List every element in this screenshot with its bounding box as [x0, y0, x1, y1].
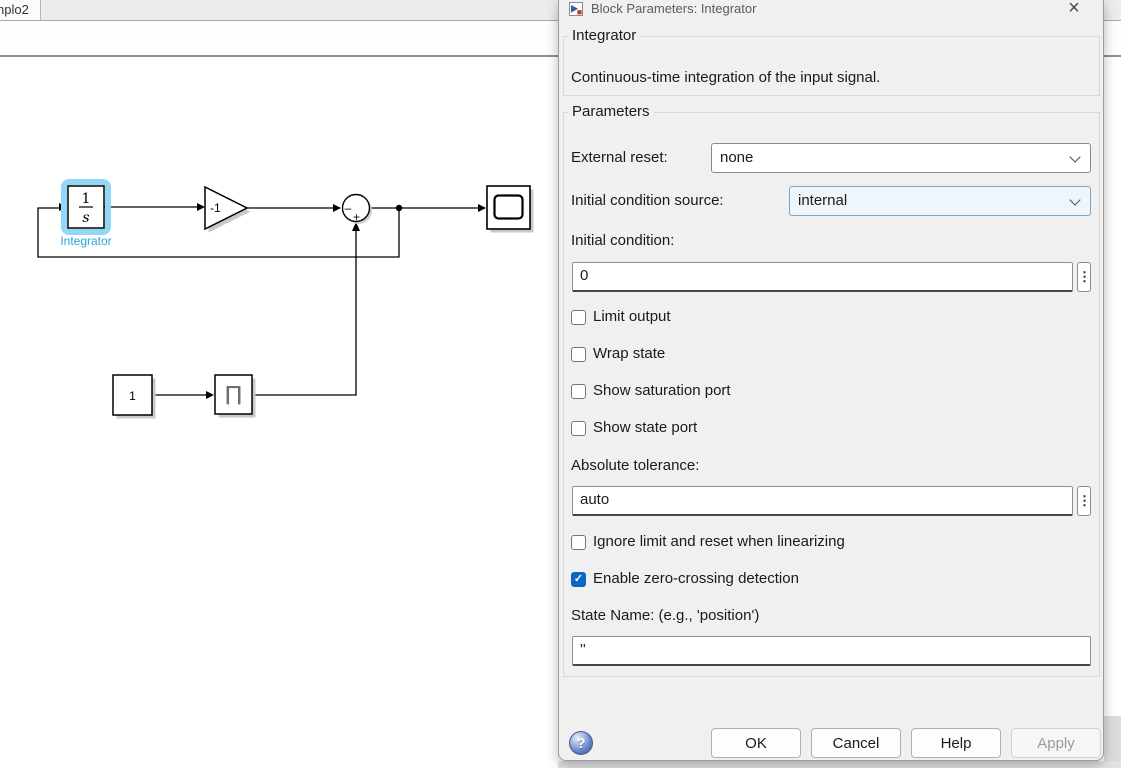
constant-block[interactable]: 1	[112, 374, 156, 419]
scope-screen-icon	[493, 194, 524, 220]
selection-halo	[61, 179, 111, 235]
checkbox-label: Limit output	[593, 308, 671, 325]
signal-wires[interactable]	[37, 206, 478, 396]
ok-button[interactable]: OK	[711, 728, 801, 758]
checkbox-label: Show saturation port	[593, 382, 731, 399]
sum-body[interactable]	[341, 193, 371, 223]
branch-dot	[395, 204, 403, 212]
constant-value: 1	[129, 389, 136, 403]
arrow-icon	[478, 204, 486, 212]
checkbox-label: Wrap state	[593, 345, 666, 362]
wire-feedback-loop[interactable]	[37, 207, 400, 258]
integrator-groupbox: Continuous-time integration of the input…	[563, 36, 1100, 96]
checkbox-icon[interactable]: ✓	[571, 347, 586, 362]
ic-source-label: Initial condition source:	[571, 192, 724, 209]
integrator-label: Integrator	[60, 234, 111, 248]
arrow-icon	[206, 391, 214, 399]
dialog-shadow	[1104, 716, 1121, 768]
checkbox-label: Show state port	[593, 419, 698, 436]
block-description: Continuous-time integration of the input…	[571, 69, 881, 86]
external-reset-label: External reset:	[571, 149, 668, 166]
chevron-down-icon	[1069, 151, 1081, 163]
initial-condition-input[interactable]	[572, 262, 1073, 292]
wire-arrowheads	[59, 203, 486, 399]
model-tab[interactable]: nplo2	[0, 0, 41, 20]
block-parameters-dialog: Block Parameters: Integrator × Integrato…	[558, 0, 1104, 761]
cancel-button[interactable]: Cancel	[811, 728, 901, 758]
dialog-title: Block Parameters: Integrator	[591, 1, 757, 16]
help-button[interactable]: Help	[911, 728, 1001, 758]
external-reset-select[interactable]: none	[711, 143, 1091, 173]
scope-block[interactable]	[486, 185, 534, 233]
checkbox-icon[interactable]: ✓	[571, 310, 586, 325]
close-icon[interactable]: ×	[1068, 0, 1080, 19]
integrator-denominator: s	[82, 210, 89, 226]
integrator-group-title: Integrator	[568, 27, 641, 44]
integrator-block[interactable]: 1 s Integrator	[60, 179, 112, 248]
ellipsis-icon[interactable]: ⋮	[1077, 486, 1091, 516]
external-reset-value: none	[720, 149, 754, 166]
state-name-input[interactable]	[572, 636, 1091, 666]
model-canvas[interactable]: 1 s Integrator -1 – + 1	[0, 0, 560, 480]
dialog-bottom-edge	[558, 761, 1121, 768]
gain-block[interactable]: -1	[204, 185, 251, 233]
dialog-titlebar[interactable]: Block Parameters: Integrator ×	[559, 0, 1103, 19]
initial-condition-label: Initial condition:	[571, 232, 675, 249]
sum-plus-sign: +	[353, 210, 360, 224]
constant-body[interactable]	[112, 374, 153, 416]
checkbox-icon[interactable]: ✓	[571, 572, 586, 587]
pulse-body[interactable]	[214, 374, 253, 415]
help-orb-icon[interactable]: ?	[569, 731, 593, 755]
ic-source-value: internal	[798, 192, 848, 209]
sum-minus-sign: –	[345, 201, 352, 215]
simulink-block-icon	[569, 2, 583, 16]
ellipsis-icon[interactable]: ⋮	[1077, 262, 1091, 292]
arrow-icon	[197, 203, 205, 211]
parameters-group-title: Parameters	[568, 103, 654, 120]
arrow-icon	[333, 204, 341, 212]
model-tab-label: nplo2	[0, 2, 29, 17]
checkbox-label: Enable zero-crossing detection	[593, 570, 799, 587]
gain-value: -1	[210, 201, 221, 215]
checkbox-icon[interactable]: ✓	[571, 421, 586, 436]
checkbox-label: Ignore limit and reset when linearizing	[593, 533, 845, 550]
arrow-icon	[352, 222, 360, 231]
wire-pulse-to-sum[interactable]	[252, 231, 357, 396]
absolute-tolerance-input[interactable]	[572, 486, 1073, 516]
absolute-tolerance-label: Absolute tolerance:	[571, 457, 700, 474]
chevron-down-icon	[1069, 194, 1081, 206]
ic-source-select[interactable]: internal	[789, 186, 1091, 216]
pulse-icon: Π	[224, 381, 243, 410]
sum-block[interactable]: – +	[341, 193, 373, 225]
gain-body[interactable]	[204, 185, 249, 231]
checkbox-icon[interactable]: ✓	[571, 384, 586, 399]
pulse-block[interactable]: Π	[214, 374, 256, 418]
checkbox-icon[interactable]: ✓	[571, 535, 586, 550]
integrator-numerator: 1	[82, 191, 91, 207]
state-name-label: State Name: (e.g., 'position')	[571, 607, 760, 624]
apply-button[interactable]: Apply	[1011, 728, 1101, 758]
